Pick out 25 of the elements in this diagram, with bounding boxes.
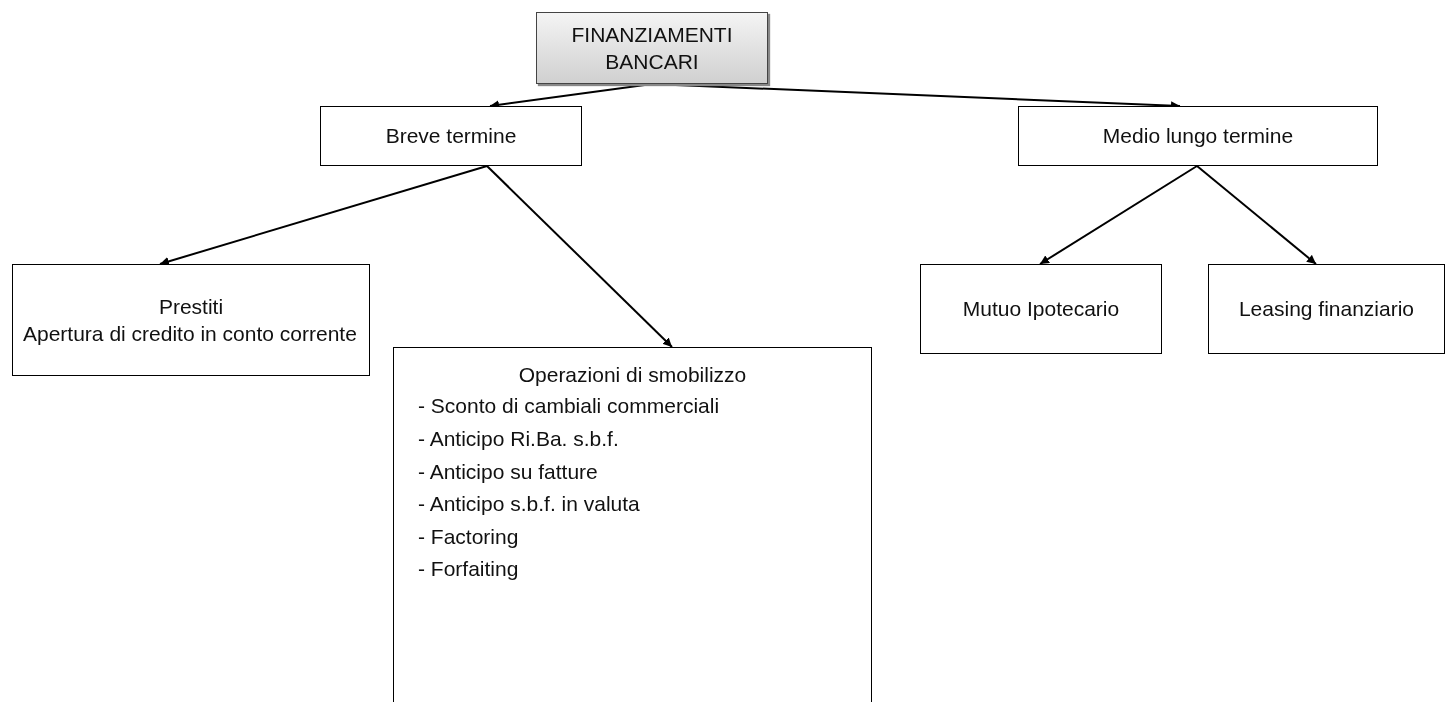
arrow: [1196, 165, 1317, 265]
box-text: - Anticipo Ri.Ba. s.b.f.: [418, 426, 620, 452]
arrow: [1039, 165, 1198, 265]
box-text: - Forfaiting: [418, 556, 520, 583]
arrow: [159, 165, 488, 266]
box-text: Breve termine: [385, 123, 517, 150]
box-text: Medio lungo termine: [1102, 123, 1294, 150]
box-text: - Factoring: [418, 523, 520, 550]
box-heading: Prestiti: [158, 293, 224, 320]
box-text: FINANZIAMENTI BANCARI: [570, 21, 734, 75]
process-box: [1018, 106, 1378, 166]
process-box: [12, 264, 370, 376]
box-text: - Anticipo s.b.f. in valuta: [418, 491, 641, 518]
box-text: Apertura di credito in conto corrente: [23, 321, 358, 347]
process-box: [393, 347, 872, 702]
arrow: [486, 165, 673, 348]
box-heading: Operazioni di smobilizzo: [517, 362, 748, 388]
process-box: [1208, 264, 1445, 354]
box-text: - Sconto di cambiali commerciali: [418, 393, 721, 420]
process-box: [920, 264, 1162, 354]
box-text: Mutuo Ipotecario: [962, 296, 1120, 323]
box-text: - Anticipo su fatture: [418, 458, 599, 485]
process-box: [536, 12, 768, 84]
process-box: [320, 106, 582, 166]
box-text: Leasing finanziario: [1238, 296, 1415, 323]
